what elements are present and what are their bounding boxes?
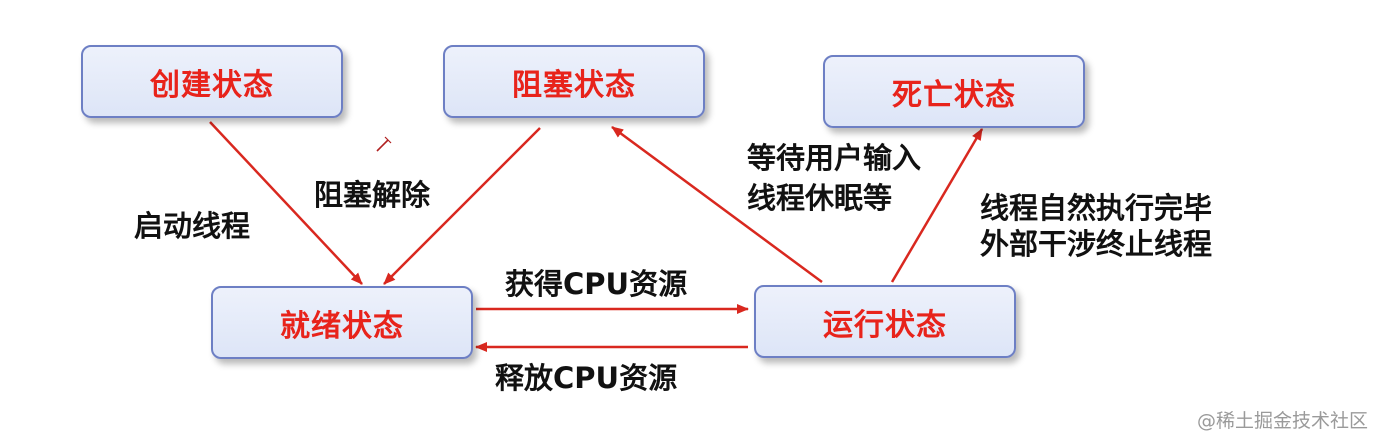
label-terminate: 外部干涉终止线程 <box>980 227 1213 261</box>
state-create: 创建状态 <box>81 45 343 118</box>
label-unblock: 阻塞解除 <box>314 178 431 212</box>
state-dead-label: 死亡状态 <box>892 77 1016 113</box>
state-running: 运行状态 <box>754 285 1016 358</box>
label-wait-input: 等待用户输入 <box>747 141 922 175</box>
state-dead: 死亡状态 <box>823 55 1085 128</box>
label-start-thread: 启动线程 <box>134 209 251 243</box>
state-blocked-label: 阻塞状态 <box>512 67 636 103</box>
pencil-cursor-icon <box>376 136 392 152</box>
state-create-label: 创建状态 <box>150 67 274 103</box>
arrow-running-to-dead <box>890 128 984 283</box>
watermark: @稀土掘金技术社区 <box>1196 410 1368 432</box>
state-ready-label: 就绪状态 <box>280 308 404 344</box>
state-blocked: 阻塞状态 <box>443 45 705 118</box>
arrow-create-to-ready <box>209 121 363 285</box>
label-get-cpu: 获得CPU资源 <box>505 267 688 301</box>
label-release-cpu: 释放CPU资源 <box>495 361 678 395</box>
arrow-blocked-to-ready <box>383 127 541 285</box>
arrow-running-to-blocked <box>611 125 823 284</box>
label-finish: 线程自然执行完毕 <box>980 191 1213 225</box>
state-ready: 就绪状态 <box>211 286 473 359</box>
label-sleep: 线程休眠等 <box>747 181 893 215</box>
state-running-label: 运行状态 <box>823 307 947 343</box>
